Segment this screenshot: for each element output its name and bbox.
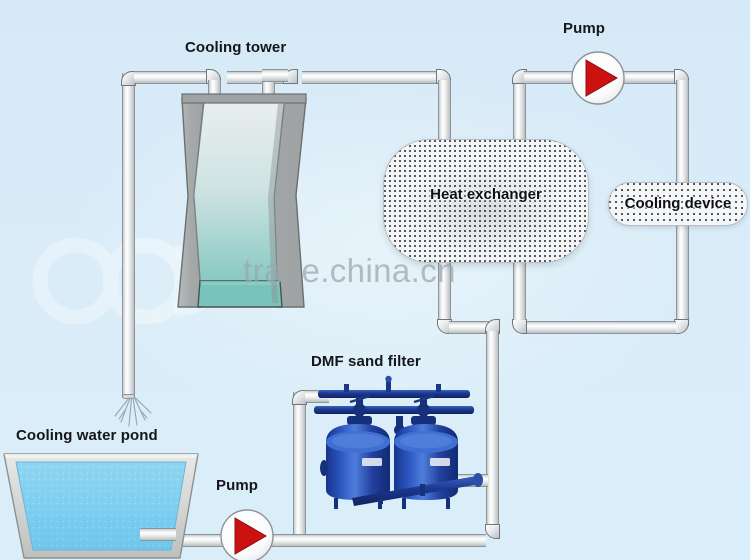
pipe-to-pump-top xyxy=(524,71,574,84)
pipe-tower-inlet-2-link xyxy=(262,69,288,82)
pipe-hx-left-riser xyxy=(438,80,451,142)
pipe-central-trunk xyxy=(486,331,499,525)
pipe-from-pump-top xyxy=(620,71,680,84)
cooling-tower xyxy=(174,85,314,320)
pipe-return-junction-run xyxy=(449,321,489,334)
pipe-hx-right-riser xyxy=(513,80,526,142)
cooling-tower-label: Cooling tower xyxy=(185,39,287,56)
pipe-top-run-c xyxy=(302,71,442,84)
pipe-elbow-trunk-bottom xyxy=(485,524,500,539)
pump-top[interactable] xyxy=(570,50,626,106)
pipe-pond-outlet xyxy=(140,528,176,541)
dmf-sand-filter xyxy=(300,372,500,510)
pipe-hx-left-downcomer xyxy=(438,262,451,320)
pump-top-label: Pump xyxy=(563,20,606,37)
cooling-water-pond-label: Cooling water pond xyxy=(16,427,158,444)
pump-bottom[interactable] xyxy=(219,508,275,560)
pipe-elbow-bottom-right xyxy=(674,319,689,334)
cooling-device: Cooling device xyxy=(608,182,748,226)
cooling-water-pond xyxy=(2,448,212,560)
pipe-top-run-a xyxy=(134,71,212,84)
dmf-sand-filter-label: DMF sand filter xyxy=(311,353,421,370)
spray-nozzle-jets xyxy=(103,396,161,430)
pipe-bottom-right-run xyxy=(526,321,676,334)
pipe-hx-right-downcomer xyxy=(513,262,526,320)
pipe-elbow-return-left xyxy=(512,319,527,334)
pump-bottom-label: Pump xyxy=(216,477,259,494)
pipe-tower-supply-vertical xyxy=(122,73,135,398)
heat-exchanger: Heat exchanger xyxy=(383,139,589,263)
cooling-device-label: Cooling device xyxy=(624,195,732,212)
pipe-filter-inlet-riser xyxy=(293,392,306,540)
heat-exchanger-label: Heat exchanger xyxy=(430,186,542,203)
